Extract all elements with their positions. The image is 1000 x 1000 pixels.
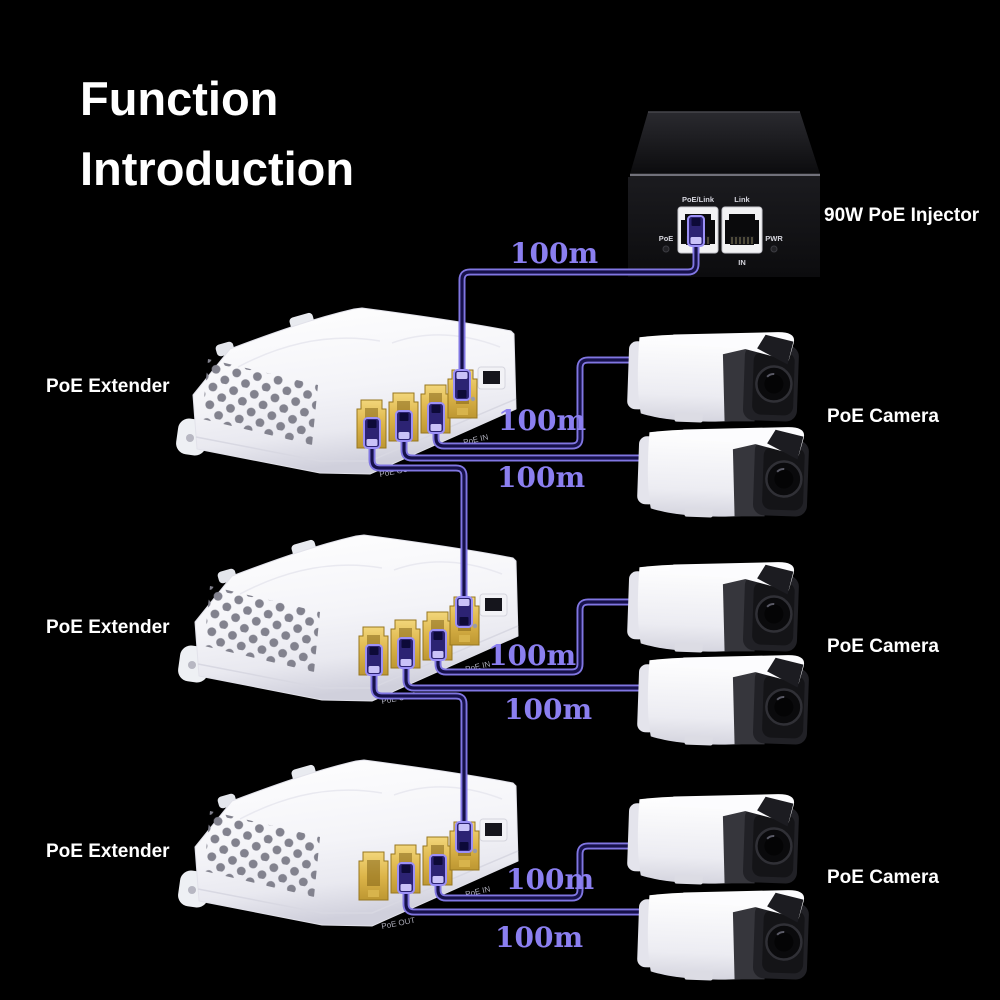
poe-camera-2-device <box>635 420 811 523</box>
page-title: Function Introduction <box>80 64 354 204</box>
poe-camera-4-device <box>635 648 811 751</box>
poe-camera-3-device <box>625 555 801 658</box>
distance-label-cam1: 100m <box>498 404 587 437</box>
injector-pwr-led-label: PWR <box>765 234 783 243</box>
distance-label-cam6: 100m <box>495 921 584 954</box>
page-title-line2: Introduction <box>80 142 355 195</box>
injector-poe-led-label: PoE <box>659 234 674 243</box>
distance-label-cam5: 100m <box>506 863 595 896</box>
injector-port-right-label: Link <box>734 195 750 204</box>
extender-2-label: PoE Extender <box>46 617 170 638</box>
poe-led <box>662 245 670 253</box>
poe-camera-5-device <box>625 787 801 890</box>
poe-injector-device: PoE/Link Link PoE PWR IN <box>628 111 820 277</box>
page-title-line1: Function <box>80 72 279 125</box>
camera-group-2-label: PoE Camera <box>827 636 939 657</box>
distance-label-cam2: 100m <box>497 461 586 494</box>
poe-camera-1-device <box>625 325 801 428</box>
poe-camera-6-device <box>635 883 811 986</box>
distance-label-cam4: 100m <box>504 693 593 726</box>
camera-group-3-label: PoE Camera <box>827 867 939 888</box>
distance-label-injector: 100m <box>510 237 599 270</box>
distance-label-cam3: 100m <box>488 639 577 672</box>
injector-label: 90W PoE Injector <box>824 205 980 226</box>
injector-port-left-label: PoE/Link <box>682 195 715 204</box>
camera-group-1-label: PoE Camera <box>827 406 939 427</box>
extender-3-label: PoE Extender <box>46 841 170 862</box>
injector-in-label: IN <box>738 258 746 267</box>
extender-1-label: PoE Extender <box>46 376 170 397</box>
pwr-led <box>770 245 778 253</box>
